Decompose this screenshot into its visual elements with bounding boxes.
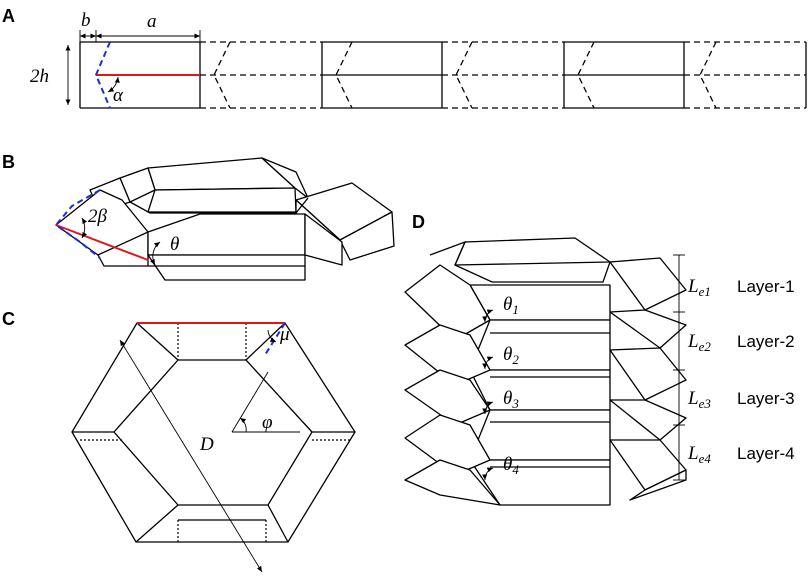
blue-chevron [54,189,101,259]
angle-2beta-label: 2β [88,206,108,227]
panel-d-label: D [412,212,425,232]
layer-4-label: Layer-4 [737,444,795,463]
le-2-label: Le2 [687,331,711,354]
dimension-2h-label: 2h [30,66,49,87]
theta-1-label: θ1 [503,294,519,317]
le-4-label: Le4 [687,443,711,466]
dimension-b-label: b [81,10,91,31]
red-crease-line [55,224,149,261]
panel-b: B 2β θ [2,152,395,281]
panel-a-label: A [2,6,15,26]
angle-phi-label: φ [262,412,273,433]
panel-b-label: B [2,152,15,172]
panel-a: A [2,6,807,109]
blue-chevron [94,41,111,109]
theta-3-label: θ3 [503,388,519,411]
layer-3-label: Layer-3 [737,389,795,408]
panel-c-label: C [2,309,15,329]
theta-2-label: θ2 [503,344,519,367]
panel-d: D [404,212,795,506]
le-3-label: Le3 [687,388,711,411]
diameter-D-label: D [199,434,214,455]
angle-mu-label: μ [279,324,290,345]
blue-chevron [264,322,286,356]
theta-4-label: θ4 [503,454,519,477]
angle-alpha-label: α [113,85,124,106]
layer-2-label: Layer-2 [737,332,795,351]
le-1-label: Le1 [687,276,711,299]
layer-1-label: Layer-1 [737,277,795,296]
dimension-a-label: a [147,11,157,32]
angle-theta-label: θ [170,234,179,255]
panel-c: C μ φ D [2,309,356,573]
